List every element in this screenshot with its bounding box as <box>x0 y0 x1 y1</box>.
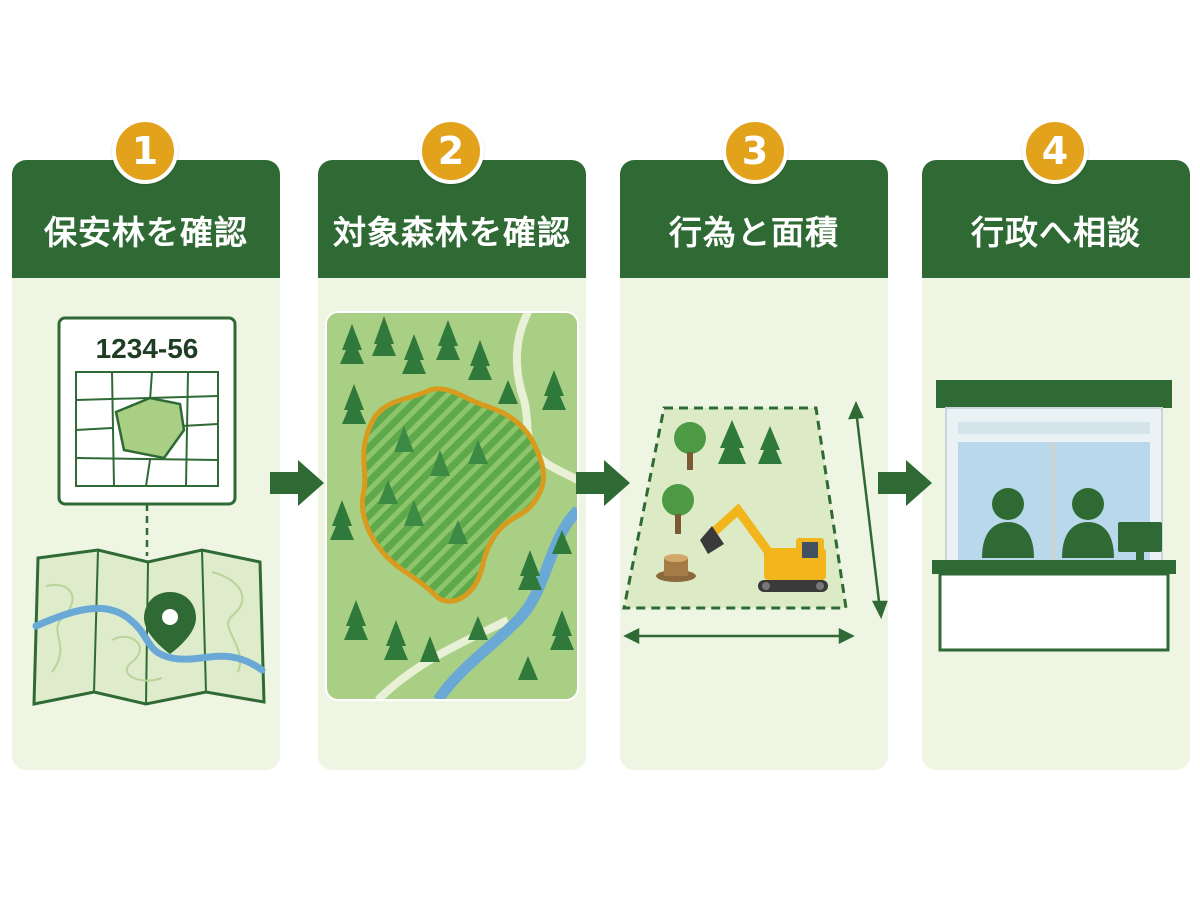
step-4-illustration <box>932 380 1176 652</box>
forest-aerial-map <box>326 312 578 700</box>
stump-icon <box>656 554 696 582</box>
step-4-title: 行政へ相談 <box>971 213 1141 252</box>
arrow-right-icon <box>878 460 932 506</box>
step-3-panel: 行為と面積 <box>620 160 888 770</box>
area-dimension-horizontal <box>623 627 855 645</box>
counter-desk <box>932 560 1176 574</box>
step-4-panel: 行政へ相談 <box>922 160 1190 770</box>
map-pin-icon <box>144 592 196 654</box>
tree-icon <box>662 422 706 534</box>
step-3-illustration <box>622 400 888 645</box>
lot-number: 1234-56 <box>96 333 199 364</box>
forest-trees <box>330 316 574 680</box>
excavator-icon <box>700 503 828 592</box>
monitor-icon <box>1118 522 1162 560</box>
person-icon <box>982 488 1114 558</box>
step-4-badge: 4 <box>1022 118 1088 184</box>
step-2-panel: 対象森林を確認 <box>318 160 586 770</box>
step-2-badge: 2 <box>418 118 484 184</box>
target-parcel <box>114 396 186 460</box>
step-3-badge: 3 <box>722 118 788 184</box>
area-dimension-vertical <box>848 400 888 620</box>
step-3-title: 行為と面積 <box>669 213 839 252</box>
map-river <box>32 604 266 674</box>
step-2-illustration <box>325 311 579 701</box>
arrow-right-icon <box>270 460 324 506</box>
step-2-title: 対象森林を確認 <box>333 213 571 252</box>
step-1-panel: 保安林を確認 1234-56 <box>12 160 280 770</box>
step-1-illustration: 1234-56 <box>32 316 266 706</box>
inner-trees <box>378 426 488 544</box>
step-1-badge: 1 <box>112 118 178 184</box>
arrow-right-icon <box>576 460 630 506</box>
conifer-trees <box>718 420 782 464</box>
step-1-title: 保安林を確認 <box>44 213 248 252</box>
